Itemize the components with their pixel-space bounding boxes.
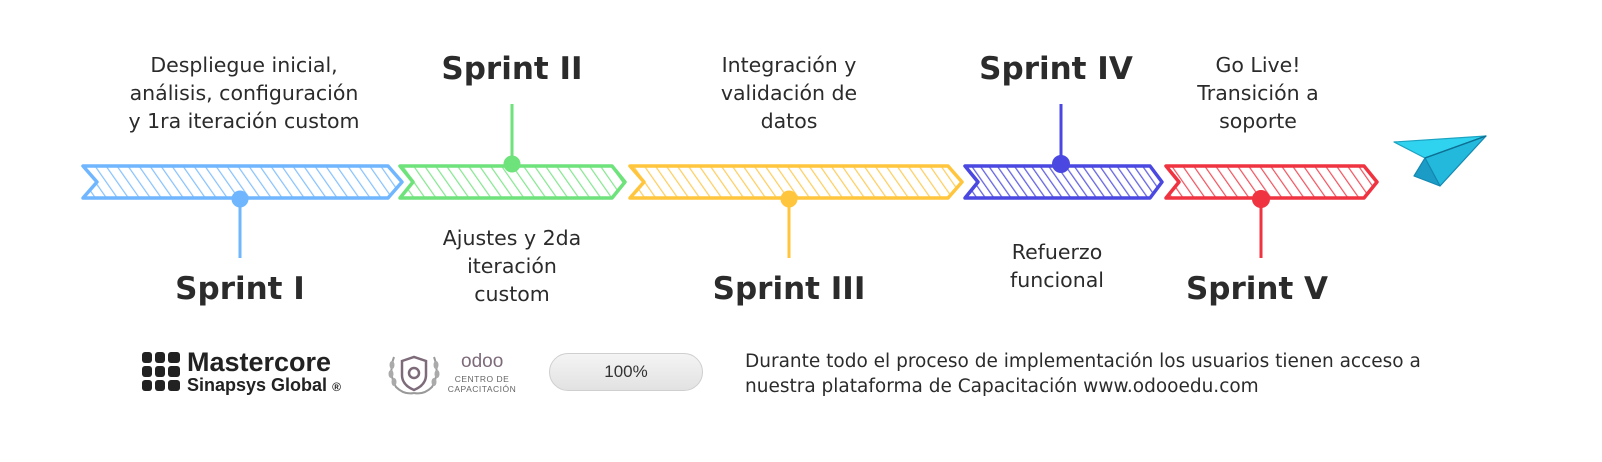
paper-plane-icon [1393,135,1487,187]
sprint-2-title: Sprint II [441,51,583,87]
sprint-1-title: Sprint I [175,271,305,307]
sprint-5-arrow [1164,164,1379,258]
brand-name: Mastercore [187,347,332,377]
sprint-3-description: Integración y validación de datos [720,53,858,133]
sprint-3-title: Sprint III [712,271,866,307]
mastercore-logo-icon [142,352,180,391]
training-access-note: Durante todo el proceso de implementació… [745,351,1421,397]
sprint-5-title: Sprint V [1185,271,1329,307]
sprint-4-title: Sprint IV [979,51,1133,87]
odoo-training-logo: odoo CENTRO DE CAPACITACIÓN [386,349,526,397]
sprint-2-description: Ajustes y 2da iteración custom [442,226,582,306]
sprint-2-arrow [398,104,627,200]
sprint-1-arrow [81,164,404,258]
odoo-subtitle: CENTRO DE CAPACITACIÓN [447,374,517,394]
sprint-4-description: Refuerzo funcional [1010,240,1104,292]
mastercore-logo: Mastercore Sinapsys Global ® [140,348,370,398]
sprint-1-description: Despliegue inicial, análisis, configurac… [128,53,360,133]
laurel-shield-icon [388,355,440,395]
odoo-wordmark: odoo [461,351,504,372]
progress-indicator: 100% [549,353,703,391]
sprint-4-arrow [963,104,1164,200]
brand-subtitle: Sinapsys Global ® [187,375,341,395]
sprint-3-arrow [628,164,964,258]
sprint-5-description: Go Live! Transición a soporte [1197,53,1319,133]
